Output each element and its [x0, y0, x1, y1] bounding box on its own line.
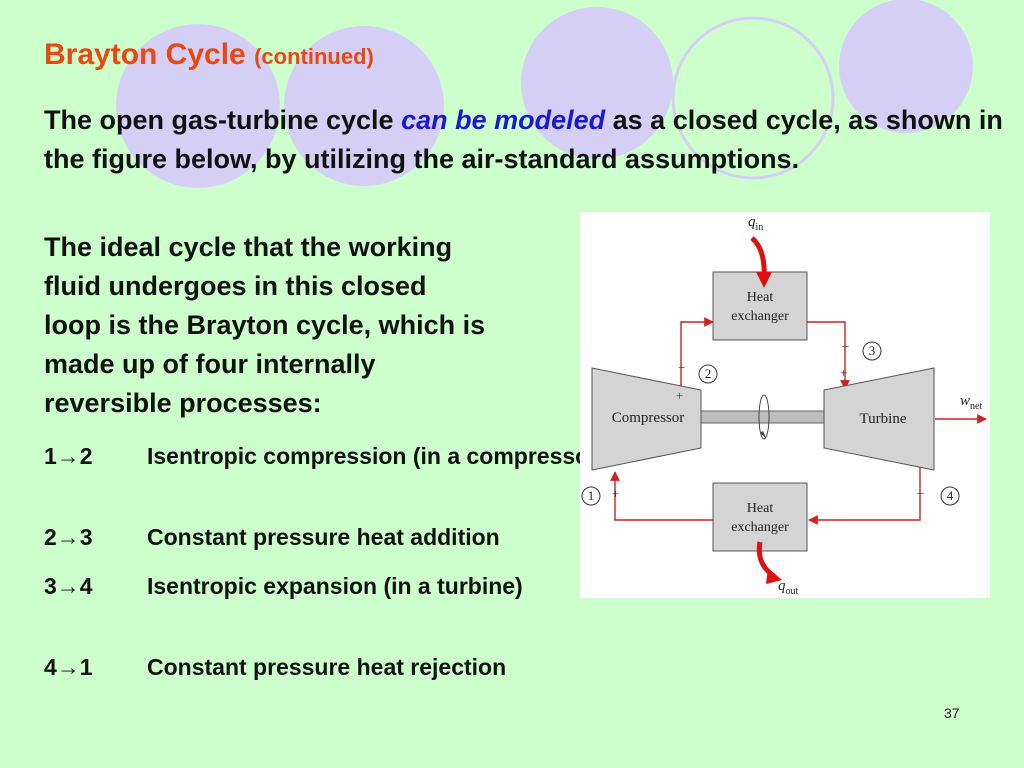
- cycle-line: The ideal cycle that the working: [44, 232, 453, 262]
- process-description: Isentropic expansion (in a turbine): [147, 573, 523, 599]
- heat-exchanger-bottom-box: [712, 482, 808, 552]
- cycle-line: loop is the Brayton cycle, which is: [44, 310, 486, 340]
- diagram-graphics: [581, 236, 987, 584]
- cycle-line: made up of four internally: [44, 349, 376, 379]
- plus-sign: +: [612, 486, 620, 501]
- process-step: 3→4: [44, 573, 93, 599]
- q-in-symbol: q: [748, 214, 756, 230]
- flow-line-4-1: [808, 466, 921, 525]
- state-4-label: 4: [946, 488, 954, 503]
- state-circle-4: [940, 486, 960, 506]
- hx-bottom-line: exchanger: [731, 520, 789, 535]
- w-net-subscript: net: [970, 401, 983, 412]
- intro-emphasis: can be modeled: [401, 105, 606, 135]
- shaft: [700, 410, 826, 424]
- decor-circle: [839, 0, 973, 133]
- minus-sign: −: [917, 486, 925, 501]
- flow-line-2-3: [680, 317, 714, 386]
- brayton-cycle-diagram: Heat exchanger Heat exchanger Compressor…: [580, 212, 990, 598]
- hx-top-line: Heat: [746, 290, 774, 305]
- shaft-arrow-head: [760, 431, 766, 438]
- intro-paragraph: The open gas-turbine cycle can be modele…: [44, 101, 1004, 179]
- minus-sign: −: [678, 360, 686, 375]
- state-circle-1: [581, 486, 601, 506]
- q-out-label: qout: [778, 578, 798, 597]
- title-suffix: (continued): [254, 44, 374, 69]
- plus-sign: +: [840, 365, 848, 380]
- heat-exchanger-bottom-label: Heat exchanger: [712, 499, 808, 537]
- compressor-label: Compressor: [611, 410, 685, 426]
- process-description: Isentropic compression (in a compressor): [147, 443, 606, 469]
- page-number: 37: [944, 705, 960, 721]
- q-in-subscript: in: [755, 222, 764, 233]
- state-circle-3: [862, 341, 882, 361]
- state-1-label: 1: [587, 488, 595, 503]
- state-3-label: 3: [868, 343, 876, 358]
- hx-bottom-line: Heat: [746, 501, 774, 516]
- plus-sign: +: [676, 388, 684, 403]
- decor-circle: [284, 26, 444, 186]
- process-step: 4→1: [44, 654, 93, 680]
- state-circle-2: [698, 364, 718, 384]
- state-2-label: 2: [704, 366, 712, 381]
- process-step: 2→3: [44, 524, 93, 550]
- turbine-label: Turbine: [859, 411, 907, 427]
- process-step: 1→2: [44, 443, 93, 469]
- compressor-shape: [591, 367, 702, 471]
- w-net-label: wnet: [960, 393, 982, 412]
- flow-line-3-turbine: [807, 321, 850, 390]
- q-in-label: qin: [748, 214, 763, 233]
- process-description: Constant pressure heat addition: [147, 524, 500, 550]
- minus-sign: −: [842, 339, 850, 354]
- w-net-symbol: w: [960, 393, 971, 409]
- decor-circle: [116, 24, 280, 188]
- intro-text-start: The open gas-turbine cycle: [44, 105, 402, 135]
- turbine-shape: [823, 367, 935, 471]
- q-out-symbol: q: [778, 578, 786, 594]
- decor-circle: [671, 16, 835, 180]
- cycle-line: fluid undergoes in this closed: [44, 271, 427, 301]
- flow-line-1-compressor: [610, 471, 713, 521]
- heat-exchanger-top-label: Heat exchanger: [712, 288, 808, 326]
- shaft-rotation-arrow: [758, 394, 770, 440]
- process-description: Constant pressure heat rejection: [147, 654, 507, 680]
- cycle-paragraph: The ideal cycle that the working fluid u…: [44, 228, 604, 423]
- decor-circle: [521, 7, 673, 159]
- q-in-arrow-head: [756, 272, 772, 288]
- q-out-subscript: out: [785, 586, 799, 597]
- slide-title: Brayton Cycle (continued): [44, 38, 374, 72]
- q-out-arrow-head: [766, 568, 782, 584]
- cycle-line: reversible processes:: [44, 388, 322, 418]
- hx-top-line: exchanger: [731, 309, 789, 324]
- title-main: Brayton Cycle: [44, 38, 246, 71]
- flow-lines: [610, 317, 987, 525]
- intro-text-end: as a closed cycle, as shown in the figur…: [44, 105, 1003, 174]
